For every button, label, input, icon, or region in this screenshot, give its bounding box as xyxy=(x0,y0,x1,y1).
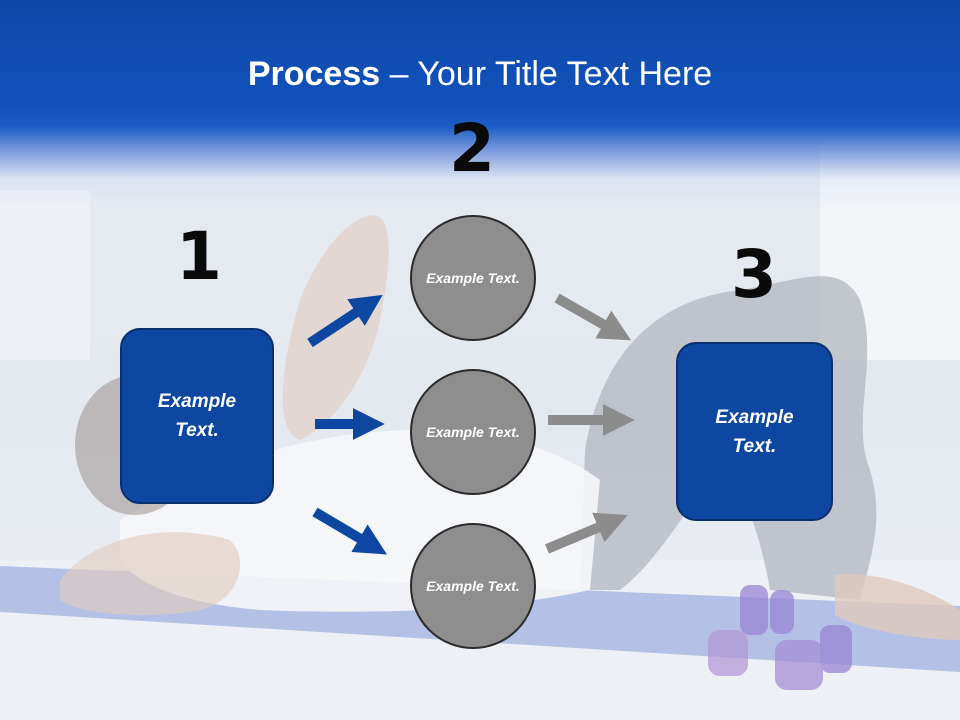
arrow-2a-to-3-icon xyxy=(554,293,632,341)
step-number-3: 3 xyxy=(731,236,777,313)
step-number-1: 1 xyxy=(176,218,222,295)
step-3-text: Example Text. xyxy=(715,406,794,457)
title-bold: Process xyxy=(247,55,381,93)
step-2-circle-2: Example Text. xyxy=(410,369,536,495)
step-1-text: Example Text. xyxy=(157,391,237,441)
title-rest: – Your Title Text Here xyxy=(380,55,713,93)
step-1-box: Example Text. xyxy=(120,328,274,504)
header-band xyxy=(0,0,960,210)
arrow-2c-to-3-icon xyxy=(545,512,628,554)
step-2-circle-2-text: Example Text. xyxy=(426,423,520,440)
step-2-circle-3-text: Example Text. xyxy=(426,577,520,594)
step-2-circle-3: Example Text. xyxy=(410,523,536,649)
arrow-1-to-2c-icon xyxy=(312,507,388,555)
step-2-circle-1-text: Example Text. xyxy=(426,269,520,286)
slide-title: Process – Your Title Text Here xyxy=(0,52,960,96)
arrow-1-to-2a-icon xyxy=(307,294,383,348)
step-3-box: Example Text. xyxy=(676,342,833,521)
step-2-circle-1: Example Text. xyxy=(410,215,536,341)
step-number-2: 2 xyxy=(449,110,495,187)
